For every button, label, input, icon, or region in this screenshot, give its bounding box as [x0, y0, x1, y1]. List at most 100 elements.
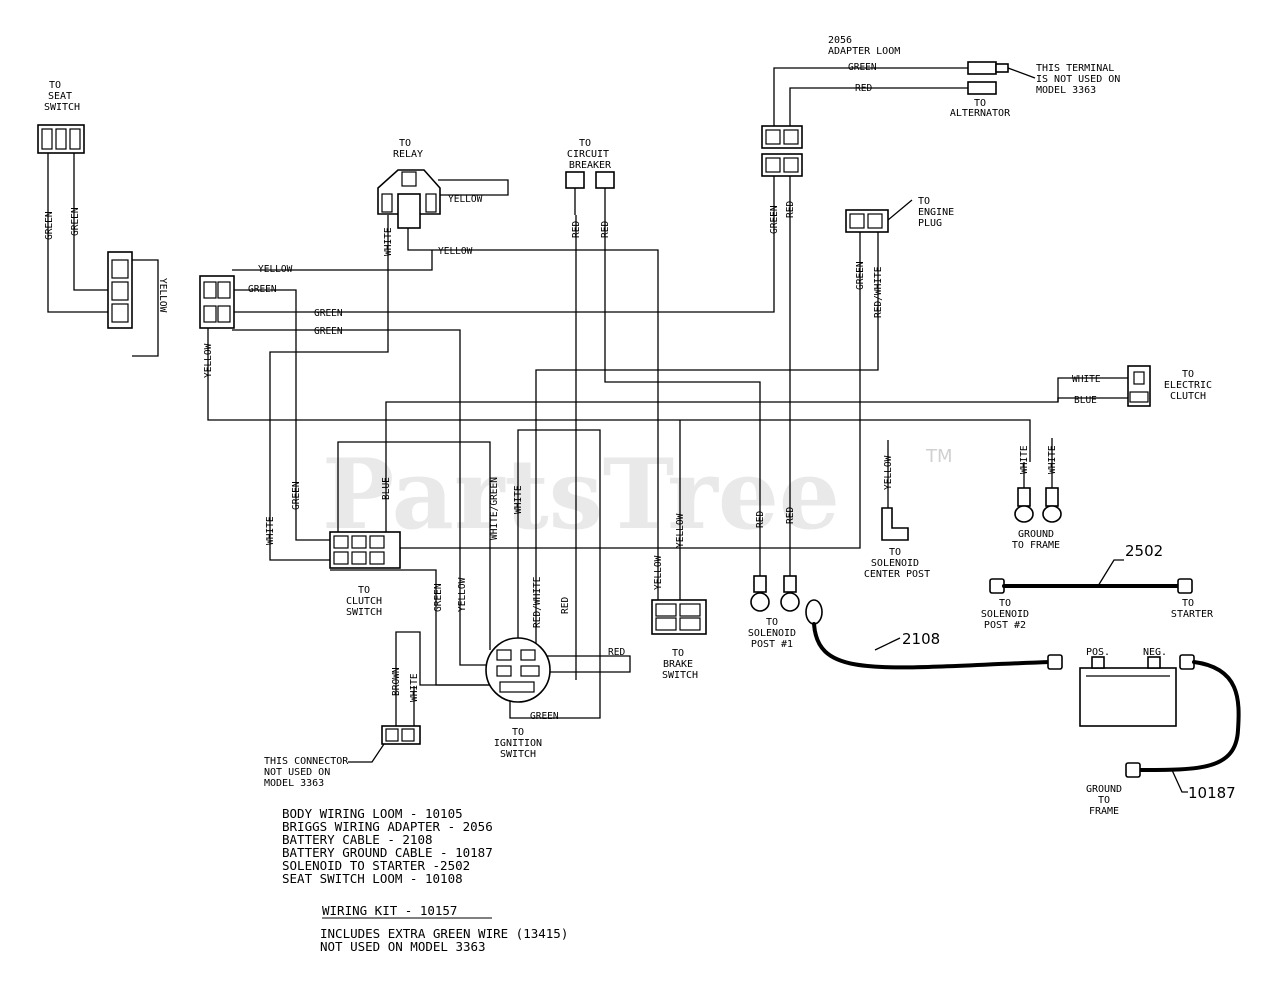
- kit-line: INCLUDES EXTRA GREEN WIRE (13415): [320, 926, 568, 941]
- cable-2502-label: 2502: [1125, 542, 1163, 560]
- svg-text:WHITE: WHITE: [513, 485, 524, 514]
- ground-frame-2-label: GROUND TO FRAME: [1086, 784, 1122, 817]
- relay-connector: [377, 169, 441, 229]
- connector-note-label: THIS CONNECTOR NOT USED ON MODEL 3363: [264, 743, 385, 789]
- svg-text:GREEN: GREEN: [848, 62, 877, 73]
- svg-text:GREEN: GREEN: [314, 326, 343, 337]
- svg-text:TO: TO: [49, 80, 61, 91]
- svg-text:RED: RED: [785, 507, 796, 524]
- svg-text:RED: RED: [560, 597, 571, 614]
- svg-text:MODEL 3363: MODEL 3363: [264, 778, 324, 789]
- ignition-switch: [485, 637, 551, 703]
- svg-text:BREAKER: BREAKER: [569, 160, 612, 171]
- svg-text:TO: TO: [974, 98, 986, 109]
- svg-text:WHITE: WHITE: [1047, 445, 1058, 474]
- svg-text:THIS CONNECTOR: THIS CONNECTOR: [264, 756, 349, 767]
- svg-text:ALTERNATOR: ALTERNATOR: [950, 108, 1011, 119]
- ground-cable-10187: [1125, 654, 1241, 793]
- svg-text:BLUE: BLUE: [381, 477, 392, 500]
- cable-2108-label: 2108: [902, 630, 940, 648]
- legend-line: BRIGGS WIRING ADAPTER - 2056: [282, 819, 493, 834]
- svg-text:TO FRAME: TO FRAME: [1012, 540, 1060, 551]
- seat-switch-label: TO SEAT SWITCH: [44, 80, 80, 113]
- watermark-tm: TM: [925, 446, 953, 467]
- adapter-loom-label: 2056 ADAPTER LOOM: [828, 35, 900, 57]
- svg-text:CENTER POST: CENTER POST: [864, 569, 930, 580]
- svg-text:YELLOW: YELLOW: [883, 455, 894, 490]
- battery: [1079, 656, 1177, 727]
- solenoid-post1-terminals: [750, 575, 800, 612]
- svg-text:SOLENOID: SOLENOID: [871, 558, 919, 569]
- svg-text:WHITE: WHITE: [265, 516, 276, 545]
- svg-text:WHITE: WHITE: [409, 673, 420, 702]
- svg-text:GROUND: GROUND: [1018, 529, 1054, 540]
- kit-line: NOT USED ON MODEL 3363: [320, 939, 486, 954]
- svg-text:WHITE: WHITE: [383, 227, 394, 256]
- svg-text:SOLENOID: SOLENOID: [748, 628, 796, 639]
- svg-text:YELLOW: YELLOW: [448, 194, 483, 205]
- seat-switch-connector: [37, 124, 85, 154]
- starter-cable-2502: [989, 559, 1193, 594]
- legend-line: SOLENOID TO STARTER -2502: [282, 858, 470, 873]
- electric-clutch-label: TO ELECTRIC CLUTCH: [1164, 369, 1212, 402]
- svg-text:POST #2: POST #2: [984, 620, 1026, 631]
- svg-text:GREEN: GREEN: [70, 207, 81, 236]
- svg-text:GREEN: GREEN: [433, 583, 444, 612]
- svg-text:RED: RED: [571, 221, 582, 238]
- svg-text:WHITE: WHITE: [1072, 374, 1101, 385]
- svg-text:RED: RED: [608, 647, 625, 658]
- starter-label: TO STARTER: [1171, 598, 1214, 620]
- svg-text:MODEL 3363: MODEL 3363: [1036, 85, 1096, 96]
- svg-text:BRAKE: BRAKE: [663, 659, 693, 670]
- svg-text:GREEN: GREEN: [248, 284, 277, 295]
- svg-text:GREEN: GREEN: [314, 308, 343, 319]
- battery-neg-label: NEG.: [1143, 647, 1167, 658]
- ground-frame-label: GROUND TO FRAME: [1012, 529, 1060, 551]
- svg-text:TO: TO: [766, 617, 778, 628]
- wire-network: [47, 67, 1128, 726]
- svg-text:TO: TO: [579, 138, 591, 149]
- svg-text:CLUTCH: CLUTCH: [346, 596, 382, 607]
- svg-text:GREEN: GREEN: [530, 711, 559, 722]
- svg-text:SEAT: SEAT: [48, 91, 72, 102]
- svg-text:POST #1: POST #1: [751, 639, 793, 650]
- terminal-plugs: [967, 61, 1009, 95]
- svg-text:ENGINE: ENGINE: [918, 207, 954, 218]
- svg-text:RED: RED: [755, 511, 766, 528]
- seat-loom-connector: [107, 251, 133, 329]
- svg-text:YELLOW: YELLOW: [438, 246, 473, 257]
- svg-text:YELLOW: YELLOW: [675, 513, 686, 548]
- parts-legend: BODY WIRING LOOM - 10105 BRIGGS WIRING A…: [282, 806, 493, 886]
- svg-text:CLUTCH: CLUTCH: [1170, 391, 1206, 402]
- svg-text:PLUG: PLUG: [918, 218, 942, 229]
- unused-connector: [381, 725, 421, 745]
- svg-text:SWITCH: SWITCH: [44, 102, 80, 113]
- wiring-kit-note: WIRING KIT - 10157 INCLUDES EXTRA GREEN …: [320, 903, 568, 954]
- solenoid-center-terminal: [881, 507, 909, 541]
- legend-line: SEAT SWITCH LOOM - 10108: [282, 871, 463, 886]
- svg-text:TO: TO: [889, 547, 901, 558]
- legend-line: BATTERY CABLE - 2108: [282, 832, 433, 847]
- solenoid-center-label: TO SOLENOID CENTER POST: [864, 547, 930, 580]
- svg-text:RED: RED: [785, 201, 796, 218]
- svg-text:CIRCUIT: CIRCUIT: [567, 149, 609, 160]
- svg-text:TO: TO: [1182, 598, 1194, 609]
- solenoid-post2-label: TO SOLENOID POST #2: [981, 598, 1029, 631]
- svg-text:TO: TO: [1182, 369, 1194, 380]
- svg-text:THIS TERMINAL: THIS TERMINAL: [1036, 63, 1114, 74]
- wire-labels-vertical: GREEN GREEN YELLOW WHITE YELLOW RED RED …: [44, 201, 1058, 702]
- svg-text:IS NOT USED ON: IS NOT USED ON: [1036, 74, 1120, 85]
- svg-text:IGNITION: IGNITION: [494, 738, 542, 749]
- svg-text:TO: TO: [999, 598, 1011, 609]
- svg-text:RELAY: RELAY: [393, 149, 423, 160]
- legend-line: BODY WIRING LOOM - 10105: [282, 806, 463, 821]
- relay-label: TO RELAY: [393, 138, 423, 160]
- svg-text:GREEN: GREEN: [769, 205, 780, 234]
- wire-labels-horizontal: YELLOW YELLOW YELLOW GREEN GREEN GREEN G…: [248, 62, 1101, 722]
- engine-plug-connector: [845, 199, 913, 233]
- main-connector: [199, 275, 235, 329]
- svg-text:TO: TO: [918, 196, 930, 207]
- svg-text:STARTER: STARTER: [1171, 609, 1214, 620]
- svg-text:RED/WHITE: RED/WHITE: [873, 266, 884, 318]
- svg-text:BLUE: BLUE: [1074, 395, 1097, 406]
